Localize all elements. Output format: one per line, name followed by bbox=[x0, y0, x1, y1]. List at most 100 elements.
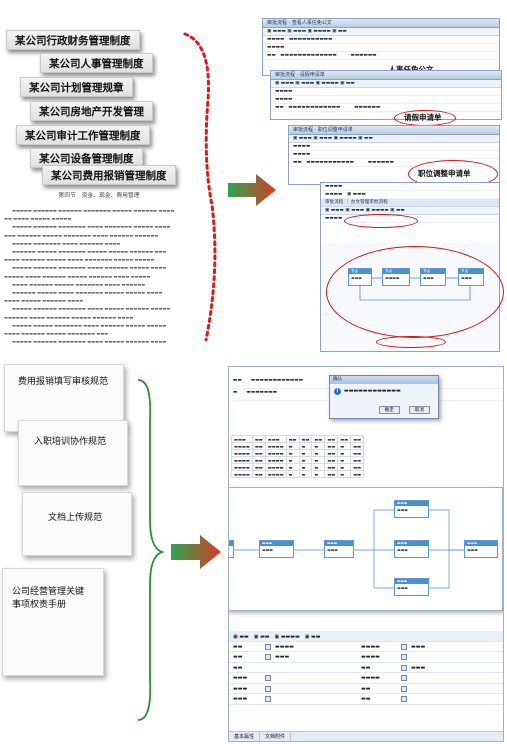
info-icon: i bbox=[334, 388, 341, 395]
flow-node[interactable]: ▬▬▬▬▬ bbox=[229, 540, 234, 558]
document-label: 入职培训协作规范 bbox=[34, 437, 107, 447]
document-section-title: 第四节 资金、现金、费用管理 bbox=[58, 193, 140, 199]
policy-label-planning: 某公司计划管理规章 bbox=[20, 77, 133, 97]
dialog-title: 确认 bbox=[330, 376, 438, 384]
flow-node[interactable]: ▬▬▬▬▬▬ bbox=[394, 578, 429, 596]
flow-node[interactable]: ▬▬▬▬▬▬ bbox=[324, 540, 354, 558]
checkbox[interactable] bbox=[265, 685, 271, 692]
form-row: ▬▬▬▬▬▬▬ bbox=[229, 673, 503, 684]
approval-window-leave: 审批流程 · 请假申请单 ▣ ▬▬▬ ▣ ▬▬▬ ▣ ▬▬▬▬ ▣ ▬▬ ▬▬▬… bbox=[270, 70, 502, 120]
document-text-line: ▬▬▬▬ ▬▬▬▬▬▬ ▬▬▬▬▬ ▬▬▬▬ ▬▬▬▬▬▬▬ ▬▬▬▬▬ ▬▬▬… bbox=[4, 257, 155, 263]
checkbox[interactable] bbox=[401, 685, 407, 692]
form-row: ▬▬▬▬▬▬▬▬▬▬▬▬▬ bbox=[229, 642, 503, 652]
window-form-row: ▬▬ ▬▬▬▬▬▬▬▬▬▬▬▬ ▬▬▬▬▬▬ bbox=[271, 104, 501, 112]
form-row: ▬▬▬▬▬ bbox=[229, 694, 503, 705]
window-form-row: ▬▬▬▬ bbox=[321, 183, 499, 191]
flow-node[interactable]: ▬▬▬▬▬▬ bbox=[394, 500, 429, 518]
window-title-bar: 审批流程 · 查看人事任免公文 bbox=[263, 19, 499, 28]
checkbox[interactable] bbox=[265, 675, 271, 681]
flow-node[interactable]: ▬▬▬▬▬▬ bbox=[259, 540, 294, 558]
document-text-line: ▬▬▬▬ ▬▬▬▬▬ ▬▬▬▬▬▬ ▬▬▬▬ bbox=[4, 298, 84, 304]
document-label: 费用报销填写审核规范 bbox=[18, 377, 109, 387]
document-label: 公司经营管理关键事项权责手册 bbox=[12, 587, 85, 610]
policy-label-expense: 某公司费用报销管理制度 bbox=[42, 165, 176, 185]
form-row: ▣ ▬▬ ▣ ▬▬ ▣ ▬▬▬▬ ▣ ▬▬ bbox=[229, 631, 503, 642]
window-title-bar: 审批流程 · 职位调整申请单 bbox=[289, 126, 499, 135]
confirm-dialog: 确认 i▬▬▬▬▬▬▬▬▬▬▬▬ 确定 取消 bbox=[329, 375, 439, 419]
checkbox[interactable] bbox=[265, 696, 271, 702]
window-form-row: ▬▬▬▬ ▬▬▬▬▬▬▬▬▬▬ bbox=[263, 36, 499, 44]
attribute-form: ▣ ▬▬ ▣ ▬▬ ▣ ▬▬▬▬ ▣ ▬▬ ▬▬▬▬▬▬▬▬▬▬▬▬▬ ▬▬▬▬… bbox=[229, 631, 503, 705]
tab-document-attachments[interactable]: 文档附件 bbox=[260, 732, 292, 741]
window-form-row: ▬▬▬▬ bbox=[271, 88, 501, 96]
document-text-line: ▬▬▬▬▬ ▬▬▬▬▬▬ ▬▬▬▬▬▬ ▬▬▬▬▬▬▬ ▬▬▬▬▬ ▬▬▬▬▬▬… bbox=[12, 208, 175, 213]
document-label: 文档上传规范 bbox=[48, 513, 103, 523]
highlight-ellipse bbox=[344, 214, 418, 228]
document-text-line: ▬▬▬▬ ▬▬▬▬▬▬ ▬▬▬▬▬ ▬▬▬▬▬▬▬ ▬▬▬ bbox=[4, 331, 109, 337]
flow-node[interactable]: 节点▬▬▬ bbox=[458, 268, 484, 286]
flow-node[interactable]: ▬▬▬▬▬▬ bbox=[394, 540, 429, 558]
policy-label-hr: 某公司人事管理制度 bbox=[40, 53, 153, 73]
document-text-line: ▬▬▬▬▬ ▬▬▬▬▬▬ ▬▬▬▬▬▬▬ ▬▬▬▬ ▬▬▬▬▬ ▬▬▬▬▬▬ ▬… bbox=[12, 339, 167, 345]
flow-highlight-ellipse bbox=[326, 246, 504, 338]
window-form-row: ▬▬▬▬ bbox=[289, 151, 499, 159]
checkbox[interactable] bbox=[401, 696, 407, 702]
window-form-row: ▬▬▬▬ ▣ ▬▬▬ bbox=[321, 191, 499, 199]
data-table: ▬▬▬▬▬▬▬▬▬▬▬▬▬▬▬▬▬▬▬▬ ▬▬▬▬▬▬▬▬▬▬▬▬▬▬▬▬▬▬ … bbox=[231, 435, 365, 478]
app-screenshot: ▬▬ ▬▬▬▬▬▬▬▬▬▬▬▬ ▬ ▬▬▬▬▬▬▬ ▬▬▬▬▬▬▬▬▬▬▬▬▬▬… bbox=[228, 366, 504, 742]
checkbox[interactable] bbox=[401, 675, 407, 681]
flow-node[interactable]: ▬▬▬▬▬▬ bbox=[464, 540, 498, 558]
policy-label-audit: 某公司审计工作管理制度 bbox=[16, 125, 150, 145]
arrow-right-icon bbox=[171, 535, 221, 569]
document-text-line: ▬▬▬▬▬ ▬▬▬▬▬▬▬ ▬▬▬▬ ▬▬▬▬▬▬ ▬▬▬▬ bbox=[12, 240, 121, 246]
arrow-right-icon bbox=[228, 174, 276, 206]
window-toolbar: ▣ ▬▬▬ ▣ ▬▬▬ ▣ ▬▬▬▬ ▣ ▬▬ bbox=[289, 135, 499, 143]
document-text-line: ▬▬▬▬▬▬ ▬▬▬▬▬ ▬▬▬▬▬▬▬ ▬▬▬▬▬ ▬▬▬▬▬ ▬▬▬▬▬▬ … bbox=[12, 249, 167, 255]
ok-button[interactable]: 确定 bbox=[378, 406, 400, 414]
window-form-row: ▬▬ ▬▬▬▬▬▬▬▬▬▬▬▬▬ ▬▬▬▬▬▬ bbox=[263, 52, 499, 60]
document-text-line: ▬▬▬▬▬ ▬▬▬▬▬ ▬▬▬▬▬▬▬ ▬▬▬▬ ▬▬▬▬▬▬ ▬▬▬▬▬ ▬▬… bbox=[12, 322, 167, 328]
checkbox[interactable] bbox=[401, 643, 407, 650]
form-row: ▬▬▬▬▬ bbox=[229, 684, 503, 694]
checkbox[interactable] bbox=[401, 654, 407, 660]
window-form-row: ▬▬▬▬ bbox=[271, 96, 501, 104]
window-form-row: ▬▬▬▬ bbox=[263, 44, 499, 52]
flow-node[interactable]: 节点▬▬▬ bbox=[420, 268, 446, 286]
highlight-ellipse bbox=[376, 336, 446, 348]
policy-document: 第四节 资金、现金、费用管理 ▬▬▬▬▬ ▬▬▬▬▬▬ ▬▬▬▬▬▬ ▬▬▬▬▬… bbox=[4, 190, 194, 360]
document-text-line: ▬▬▬ ▬▬▬▬▬▬ ▬▬▬▬▬ ▬▬▬▬▬▬▬ ▬▬▬▬ ▬▬▬▬▬▬ ▬▬▬… bbox=[4, 232, 159, 238]
flow-node[interactable]: 节点▬▬▬ bbox=[348, 268, 372, 286]
form-row: ▬▬▬▬▬▬▬▬▬ bbox=[229, 652, 503, 663]
window-toolbar: ▣ ▬▬▬ ▣ ▬▬▬ ▣ ▬▬▬▬ ▣ ▬▬ bbox=[263, 28, 499, 36]
document-sheet bbox=[2, 568, 104, 676]
tab-document-approval-flow[interactable]: 办文管理审批流程 bbox=[350, 200, 388, 205]
leave-form-callout: 请假申请单 bbox=[404, 113, 442, 122]
document-sheet bbox=[18, 420, 128, 486]
cancel-button[interactable]: 取消 bbox=[408, 406, 430, 414]
document-text-line: ▬▬▬▬ ▬▬▬▬▬▬ ▬▬▬▬▬ ▬▬▬▬▬▬▬ ▬▬▬▬ ▬▬▬▬▬▬ bbox=[12, 281, 146, 287]
document-text-line: ▬▬▬▬▬ ▬▬▬▬▬▬ ▬▬▬▬▬▬▬ ▬▬▬▬ ▬▬▬▬▬ ▬▬▬▬▬▬ ▬… bbox=[12, 306, 171, 312]
document-sheet bbox=[22, 492, 132, 556]
flow-node[interactable]: 节点▬▬▬▬ bbox=[382, 268, 410, 286]
window-toolbar: ▣ ▬▬▬ ▣ ▬▬▬ ▣ ▬▬▬▬ ▣ ▬▬ bbox=[321, 207, 499, 215]
tab-basic-attributes[interactable]: 基本属性 bbox=[229, 732, 261, 741]
window-title-bar: 审批流程 · 请假申请单 bbox=[271, 71, 501, 80]
curly-brace-icon bbox=[137, 379, 165, 721]
position-form-callout: 职位调整申请单 bbox=[418, 169, 471, 178]
document-text-line: ▬▬▬▬▬ ▬▬▬▬▬▬ ▬▬▬▬▬▬▬ ▬▬▬▬ ▬▬▬▬▬▬ ▬▬▬▬▬ ▬… bbox=[12, 265, 167, 271]
dialog-message: i▬▬▬▬▬▬▬▬▬▬▬▬ bbox=[330, 384, 438, 396]
checkbox[interactable] bbox=[265, 654, 271, 660]
form-tab-bar: 基本属性文档附件 bbox=[229, 731, 503, 741]
flow-diagram-panel: ▬▬▬▬▬ ▬▬▬▬▬▬ ▬▬▬▬▬▬ ▬▬▬▬▬▬ ▬▬▬▬▬▬ ▬▬▬▬▬▬… bbox=[229, 487, 503, 611]
form-row: ▬▬▬▬▬▬▬ bbox=[229, 663, 503, 673]
tab-approval-flow[interactable]: 审批流程 bbox=[325, 200, 344, 205]
document-text-line: ▬▬▬▬▬ ▬▬▬▬ ▬▬▬▬▬▬ ▬▬▬▬▬ ▬▬▬▬▬▬ ▬▬▬▬ ▬▬▬▬… bbox=[4, 273, 151, 279]
document-text-line: ▬▬▬▬▬ ▬▬▬▬▬▬ ▬▬▬▬▬▬▬ ▬▬▬▬ ▬▬▬▬▬▬▬ ▬▬▬▬▬ … bbox=[12, 224, 171, 230]
document-text-line: ▬▬ ▬▬▬▬ ▬▬▬▬▬ ▬▬▬▬▬ bbox=[4, 216, 72, 222]
window-heading: 人事任免公文 bbox=[263, 64, 499, 75]
window-form-row: ▬▬▬▬ bbox=[289, 143, 499, 151]
checkbox[interactable] bbox=[401, 664, 407, 671]
policy-label-admin-finance: 某公司行政财务管理制度 bbox=[6, 30, 140, 50]
window-tab-strip[interactable]: 审批流程 ｜ 办文管理审批流程 bbox=[321, 199, 499, 207]
checkbox[interactable] bbox=[265, 643, 271, 650]
